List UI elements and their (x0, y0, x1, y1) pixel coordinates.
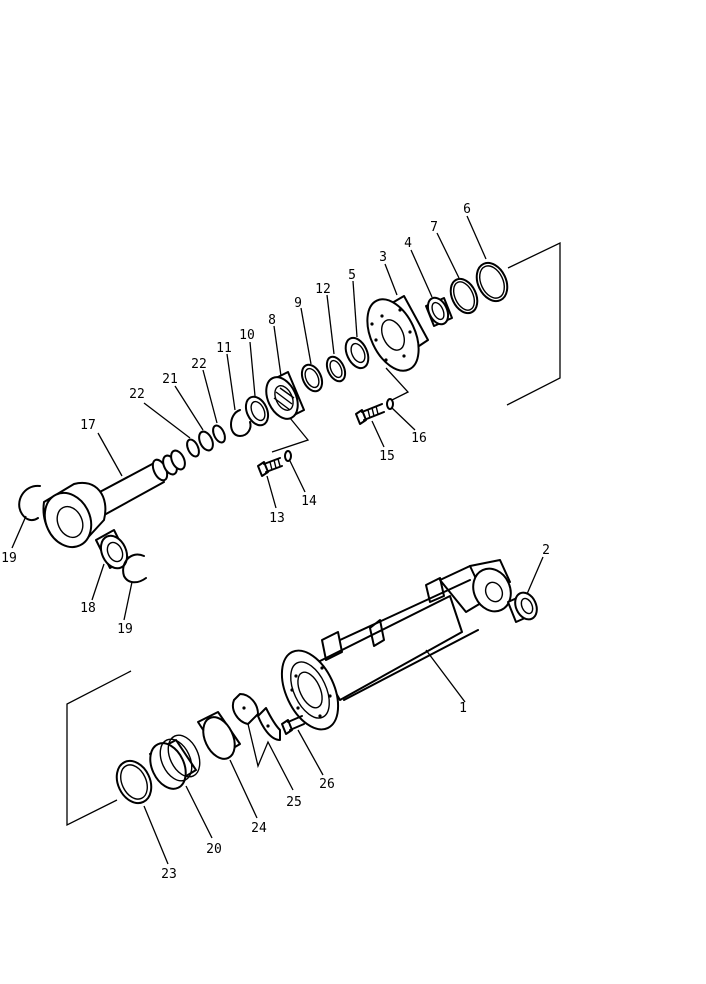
callout-1: 1 (459, 701, 467, 716)
callout-23: 23 (161, 867, 177, 882)
part-23-wear-ring (115, 759, 153, 805)
callout-19-right: 19 (117, 622, 133, 637)
part-2-bushing (507, 591, 538, 623)
part-19-snap-ring-right (122, 553, 147, 584)
part-14-washer (284, 450, 292, 462)
part-9-ring (300, 363, 324, 393)
callout-10: 10 (239, 328, 255, 343)
part-17-piston-rod (42, 449, 186, 549)
callout-5: 5 (348, 268, 356, 283)
part-11-snap-ring (230, 409, 252, 437)
callout-7: 7 (430, 220, 438, 235)
callout-21: 21 (162, 372, 178, 387)
callout-6: 6 (463, 202, 471, 217)
upper-bracket-line (506, 241, 561, 406)
part-13-bolt (257, 457, 283, 477)
leader-lines (11, 215, 544, 865)
callout-9: 9 (294, 296, 302, 311)
part-1-cylinder-tube (280, 559, 512, 731)
part-3-cylinder-head (366, 295, 429, 372)
callout-2: 2 (542, 543, 550, 558)
callout-15: 15 (379, 449, 395, 464)
part-20-piston (149, 734, 201, 790)
part-12-ring (325, 355, 347, 383)
part-24-ring (197, 711, 241, 760)
callout-22-right: 22 (191, 357, 207, 372)
part-22-ring-b (212, 424, 226, 444)
callout-14: 14 (301, 494, 317, 509)
part-26-bolt (281, 715, 305, 735)
part-6-o-ring (475, 261, 509, 303)
part-15-bolt (355, 403, 385, 425)
part-10-dust-seal (244, 395, 270, 427)
part-4-bushing (425, 296, 453, 327)
callout-16: 16 (411, 431, 427, 446)
part-25-split-ring (232, 693, 281, 741)
callout-19-left: 19 (1, 551, 17, 566)
part-21-ring (198, 430, 214, 452)
callout-25: 25 (286, 795, 302, 810)
callout-4: 4 (404, 236, 412, 251)
callout-18: 18 (80, 601, 96, 616)
callout-26: 26 (319, 777, 335, 792)
part-7-backup-ring (449, 277, 479, 315)
callout-17: 17 (80, 418, 96, 433)
callout-22-left: 22 (129, 387, 145, 402)
callout-13: 13 (269, 511, 285, 526)
part-5-seal (344, 336, 370, 370)
callout-11: 11 (216, 341, 232, 356)
part-8-nut (265, 371, 305, 420)
callout-8: 8 (268, 313, 276, 328)
callout-labels: 1 2 3 4 5 6 7 8 9 10 11 12 13 14 15 16 1… (1, 202, 550, 882)
part-22-ring-a (186, 438, 200, 458)
callout-3: 3 (379, 250, 387, 265)
lower-bracket-line (66, 670, 132, 827)
callout-24: 24 (251, 821, 267, 836)
callout-12: 12 (315, 282, 331, 297)
part-18-bushing (95, 529, 129, 570)
part-16-washer (386, 398, 394, 410)
callout-20: 20 (206, 842, 222, 857)
part-19-snap-ring-left (18, 484, 41, 522)
